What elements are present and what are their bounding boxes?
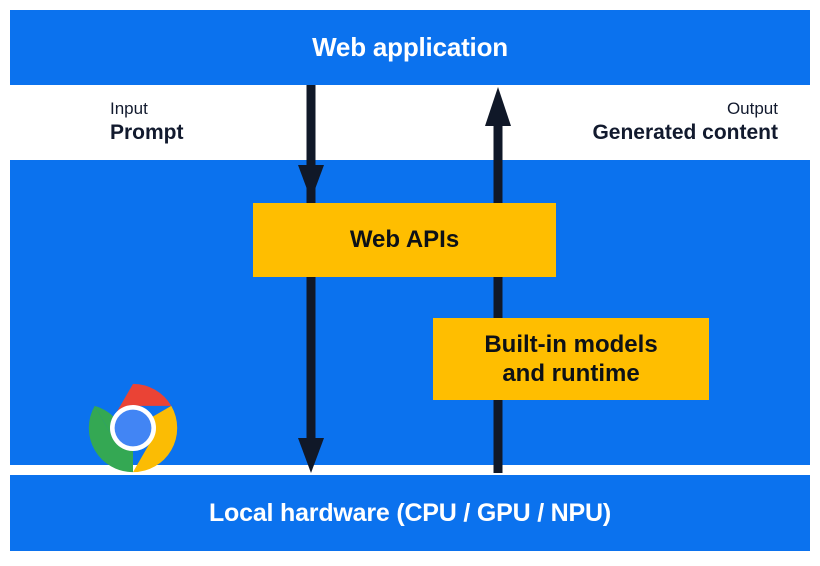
layer-web-application-label: Web application bbox=[312, 32, 508, 62]
chrome-logo-icon bbox=[88, 383, 178, 473]
flow-input-kind: Input bbox=[110, 99, 148, 118]
flow-label-input: Input Prompt bbox=[110, 98, 184, 147]
flow-output-kind: Output bbox=[726, 99, 778, 118]
box-builtin-models[interactable]: Built-in models and runtime bbox=[433, 318, 709, 400]
box-web-apis[interactable]: Web APIs bbox=[253, 203, 556, 277]
layer-local-hardware: Local hardware (CPU / GPU / NPU) bbox=[10, 475, 810, 551]
flow-input-value: Prompt bbox=[110, 120, 184, 144]
box-web-apis-label: Web APIs bbox=[349, 226, 460, 254]
layer-local-hardware-label: Local hardware (CPU / GPU / NPU) bbox=[208, 498, 611, 527]
layer-web-application: Web application bbox=[10, 10, 810, 85]
box-builtin-models-line1: Built-in models bbox=[484, 330, 658, 358]
box-builtin-models-line2: and runtime bbox=[502, 360, 640, 387]
box-builtin-models-label: Built-in models and runtime bbox=[484, 330, 657, 389]
flow-label-output: Output Generated content bbox=[592, 98, 778, 147]
flow-output-value: Generated content bbox=[592, 120, 778, 144]
